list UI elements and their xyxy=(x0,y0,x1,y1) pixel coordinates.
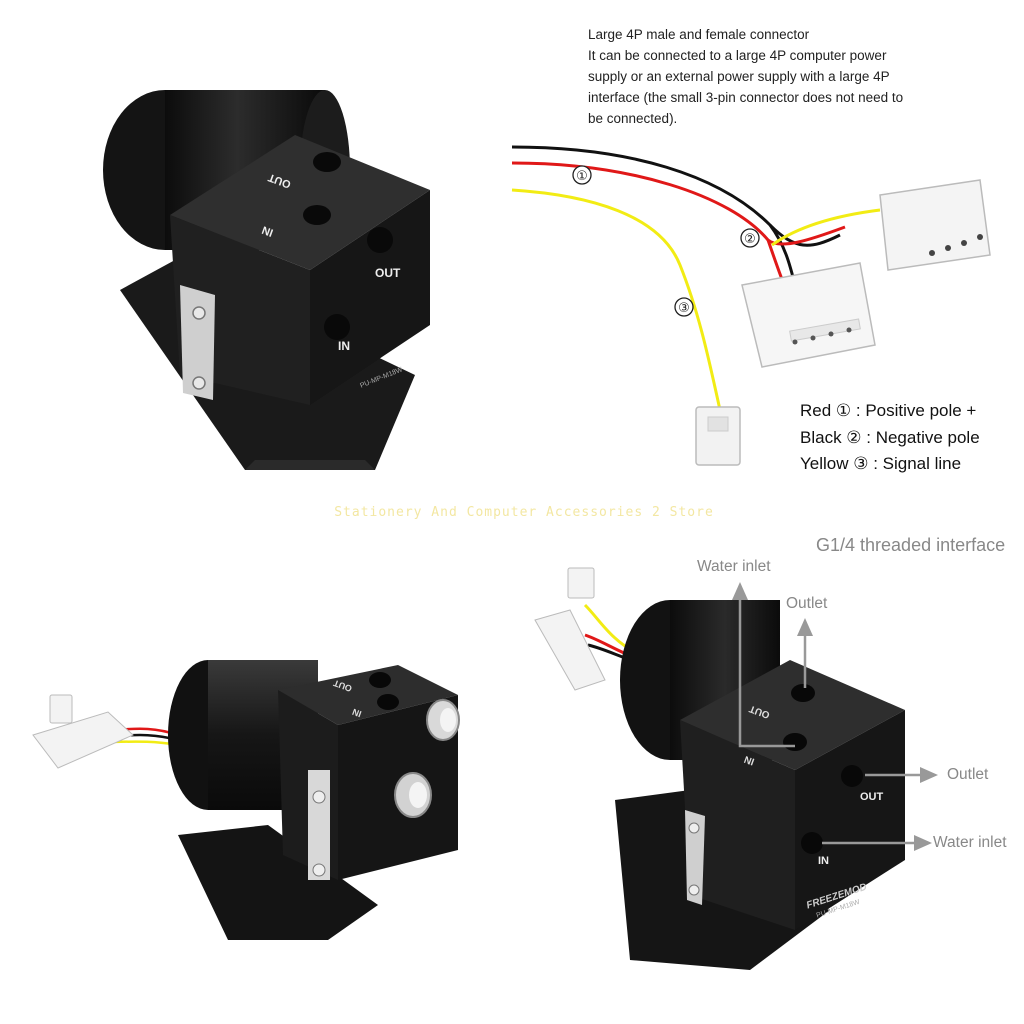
out-label-front: OUT xyxy=(375,266,401,280)
connector-description: Large 4P male and female connector It ca… xyxy=(588,24,968,129)
annotation-water-inlet-top: Water inlet xyxy=(697,558,771,575)
description-line-2: supply or an external power supply with … xyxy=(588,69,890,84)
annotation-outlet-top: Outlet xyxy=(786,595,828,612)
molex-male-connector xyxy=(741,262,876,368)
in-label-front: IN xyxy=(338,339,350,353)
pump-photo-bottom-right: OUT IN OUT IN FREEZEMOD PU-MP-M18W xyxy=(534,567,938,970)
description-title: Large 4P male and female connector xyxy=(588,27,810,42)
wire-legend: Red ① : Positive pole + Black ② : Negati… xyxy=(800,398,980,478)
three-pin-connector xyxy=(695,406,741,466)
description-line-4: be connected). xyxy=(588,111,678,126)
molex-female-connector xyxy=(879,179,991,271)
legend-red: Red ① : Positive pole + xyxy=(800,401,977,420)
description-line-1: It can be connected to a large 4P comput… xyxy=(588,48,887,63)
marker-2: ② xyxy=(744,232,756,247)
in-label-top: IN xyxy=(260,223,274,238)
pump-photo-bottom-left: OUT IN xyxy=(32,660,460,940)
in-label-br-front: IN xyxy=(818,855,829,867)
wiring-diagram: ① ② ③ xyxy=(511,145,991,466)
interface-title: G1/4 threaded interface xyxy=(816,535,1006,555)
pump-photo-top-left: OUT IN OUT IN PU-MP-M18W xyxy=(103,90,430,470)
in-label-br-top: IN xyxy=(743,753,756,767)
description-line-3: interface (the small 3-pin connector doe… xyxy=(588,90,904,105)
marker-3: ③ xyxy=(678,301,690,316)
annotation-outlet-side: Outlet xyxy=(947,766,989,783)
store-watermark: Stationery And Computer Accessories 2 St… xyxy=(334,505,714,520)
out-label-br-front: OUT xyxy=(860,791,884,803)
annotation-water-inlet-side: Water inlet xyxy=(933,834,1007,851)
marker-1: ① xyxy=(576,169,588,184)
in-label-bl: IN xyxy=(351,707,363,719)
legend-black: Black ② : Negative pole xyxy=(800,427,980,447)
legend-yellow: Yellow ③ : Signal line xyxy=(800,454,962,473)
